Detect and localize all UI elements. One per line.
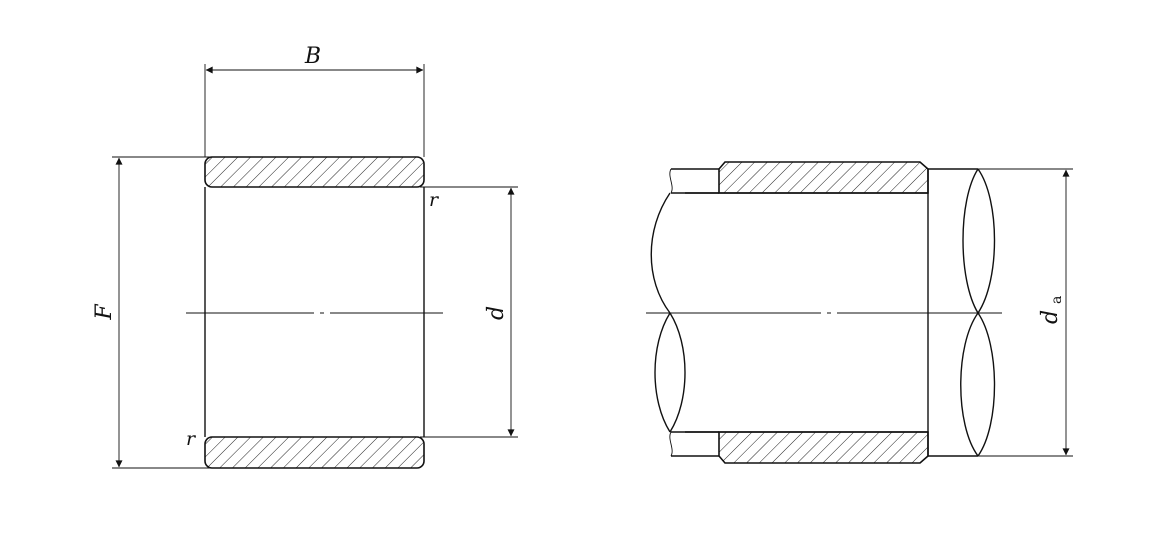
label-r-bottom: r: [186, 428, 197, 450]
label-da-subscript: a: [1049, 296, 1065, 304]
left-view-bushing: [186, 156, 443, 469]
label-F: F: [92, 304, 117, 321]
label-r-top: r: [429, 189, 440, 211]
dimension-F: F: [92, 156, 210, 469]
housing-break-top: [669, 168, 673, 194]
housing-break-bottom: [669, 431, 673, 457]
top-wall-section: [204, 156, 425, 188]
shaft-break-left-b: [654, 312, 671, 433]
shaft-break-right-b: [962, 168, 979, 314]
shaft-break-right-c: [977, 312, 996, 457]
bushing-top-section: [718, 161, 929, 194]
bottom-wall-section: [204, 436, 425, 469]
dimension-B: B: [204, 44, 425, 157]
right-view-assembly: [646, 161, 1002, 464]
label-da-main: d: [1038, 310, 1063, 324]
label-d: d: [484, 306, 509, 320]
label-da: d a: [1038, 296, 1065, 324]
label-B: B: [304, 44, 321, 69]
dimension-da: d a: [978, 168, 1073, 457]
dimension-d: d: [420, 186, 518, 438]
bushing-bottom-section: [718, 431, 929, 464]
